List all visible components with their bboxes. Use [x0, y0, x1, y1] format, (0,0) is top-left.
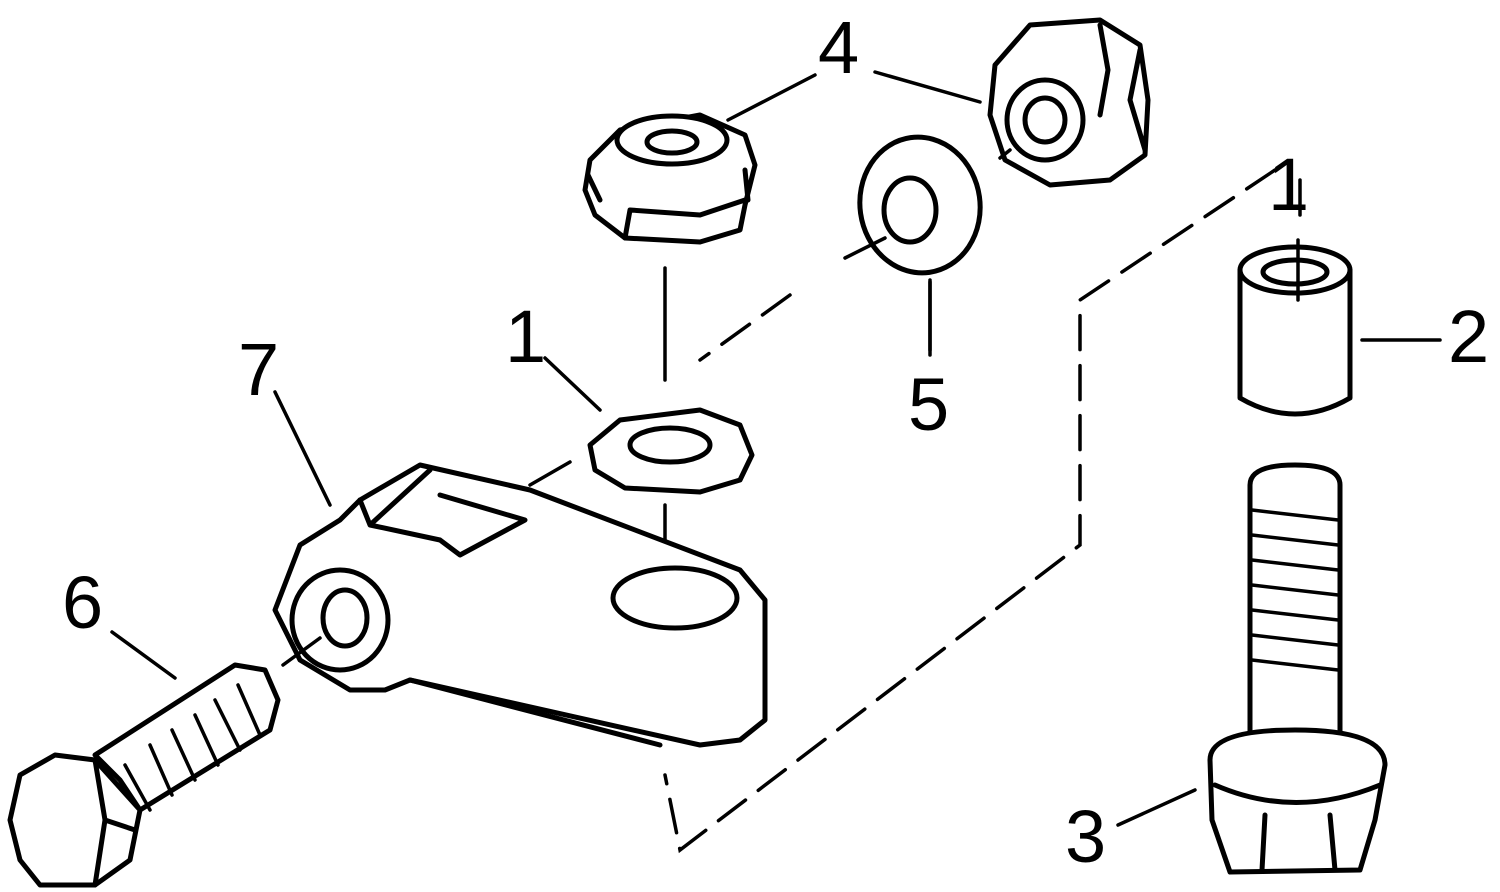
- callout-3: 3: [1065, 795, 1106, 878]
- callout-5: 5: [908, 363, 949, 446]
- callout-7: 7: [238, 328, 279, 411]
- washer-part-5: [857, 134, 983, 276]
- hex-nut-part-4-right: [987, 17, 1151, 188]
- callout-6: 6: [62, 561, 103, 644]
- lock-nut-part-4-left: [582, 112, 758, 245]
- hex-nut-part-1-center: [587, 407, 755, 495]
- assembly-dashed-lines: [663, 168, 1277, 854]
- spacer-part-2: [1237, 244, 1353, 417]
- callout-4: 4: [818, 6, 859, 89]
- bolt-part-6: [7, 662, 281, 888]
- callout-1-right: 1: [1268, 143, 1309, 226]
- callout-1-center: 1: [505, 295, 546, 378]
- callout-2: 2: [1448, 295, 1489, 378]
- flange-bolt-part-3: [1207, 462, 1388, 875]
- leader-lines: [110, 70, 1442, 827]
- lever-part-7: [272, 462, 768, 748]
